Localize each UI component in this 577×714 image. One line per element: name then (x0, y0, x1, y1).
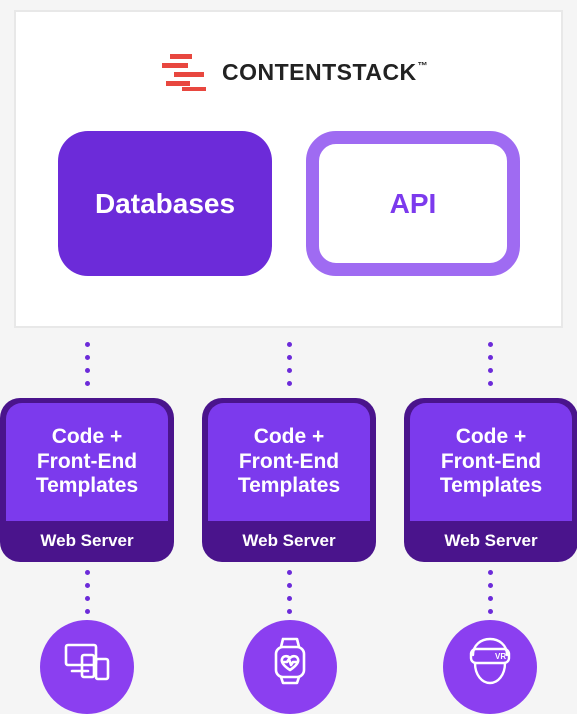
multi-device-icon (64, 643, 110, 681)
connector-dots (286, 342, 292, 394)
databases-label: Databases (94, 187, 236, 219)
web-server-label: Web Server (242, 531, 336, 550)
brand-name: CONTENTSTACK™ (222, 58, 429, 85)
web-server-card: Code + Front-End Templates Web Server (0, 398, 174, 562)
web-server-label: Web Server (40, 531, 134, 550)
connector-dots (84, 570, 90, 622)
smartwatch-heart-icon (274, 637, 306, 685)
code-templates-label: Code + Front-End Templates (410, 403, 572, 521)
api-label: API (389, 187, 437, 219)
device-circle (40, 620, 134, 714)
device-circle: VR (443, 620, 537, 714)
connector-dots (84, 342, 90, 394)
web-server-card: Code + Front-End Templates Web Server (202, 398, 376, 562)
connector-dots (487, 342, 493, 394)
api-box: API (306, 131, 520, 276)
connector-dots (487, 570, 493, 622)
web-server-card: Code + Front-End Templates Web Server (404, 398, 577, 562)
code-templates-label: Code + Front-End Templates (6, 403, 168, 521)
contentstack-logo: CONTENTSTACK™ (160, 52, 428, 92)
contentstack-logo-mark (162, 54, 206, 91)
web-server-label: Web Server (444, 531, 538, 550)
svg-text:VR: VR (495, 652, 506, 661)
connector-dots (286, 570, 292, 622)
vr-headset-icon: VR (469, 637, 511, 685)
device-circle (243, 620, 337, 714)
code-templates-label: Code + Front-End Templates (208, 403, 370, 521)
databases-box: Databases (58, 131, 272, 276)
